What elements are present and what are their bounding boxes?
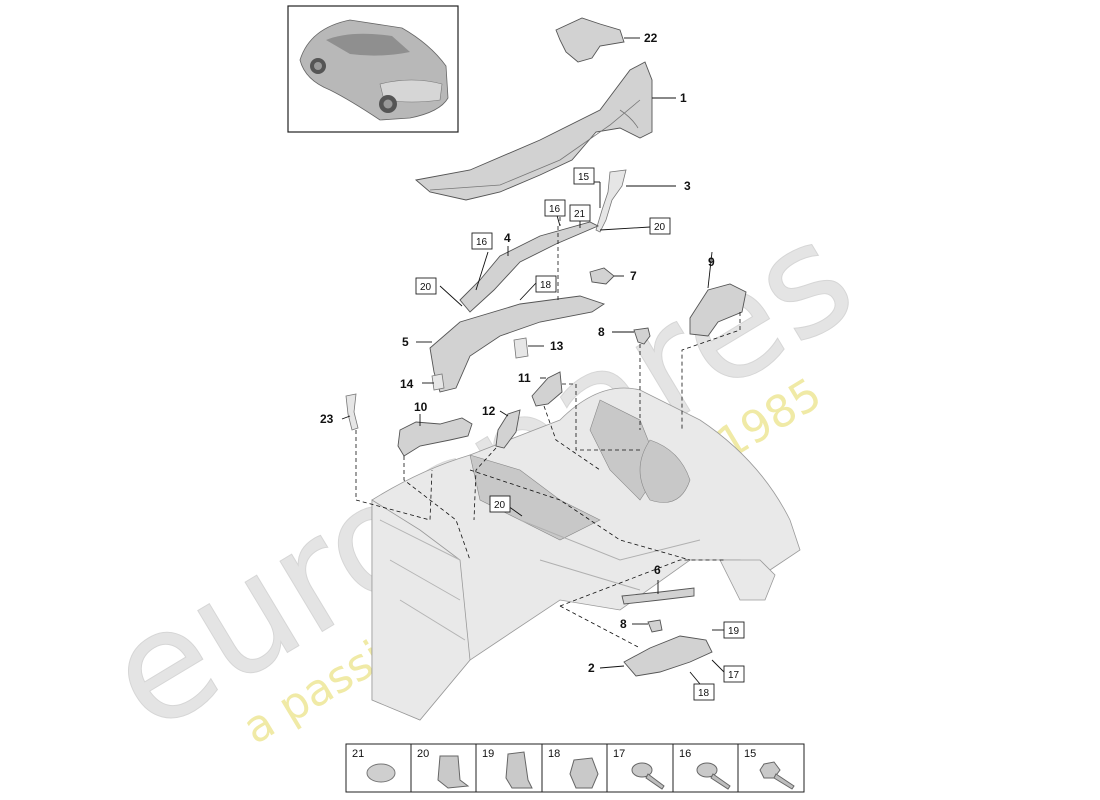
callouts: 22 1 3 4 7 9 5 8 13 11 14 10 12 23 6 8 2	[320, 31, 715, 675]
callout-5: 5	[402, 335, 409, 349]
assembly-lines	[355, 210, 741, 649]
boxed-callout-18-upper: 18	[535, 275, 557, 293]
boxed-callout-19-label: 19	[728, 626, 740, 637]
boxed-callout-16-upper-label: 16	[549, 204, 561, 215]
legend-number-21: 21	[352, 748, 364, 760]
boxed-callout-18-lower-label: 18	[698, 688, 710, 699]
part-4-seal-strip[interactable]	[459, 221, 600, 313]
callout-4: 4	[504, 231, 511, 245]
boxed-callout-20-left-label: 20	[420, 282, 432, 293]
callout-1: 1	[680, 91, 687, 105]
boxed-callout-18-lower: 18	[693, 683, 715, 701]
callout-22: 22	[644, 31, 658, 45]
part-9-bracket[interactable]	[689, 283, 747, 337]
legend-number-16: 16	[679, 748, 691, 760]
legend-number-19: 19	[482, 748, 494, 760]
legend-cell-18[interactable]: 18	[548, 748, 599, 789]
boxed-callout-16-left-label: 16	[476, 237, 488, 248]
boxed-callout-16-upper: 16	[544, 199, 566, 217]
legend-number-15: 15	[744, 748, 756, 760]
boxed-callouts: 15 16 21 20 16 18 20 20	[415, 167, 745, 701]
part-1-cowl-panel[interactable]	[414, 61, 653, 201]
fastener-legend: 21 20 19 18 17 16	[345, 743, 805, 793]
expanding-nut-icon	[569, 757, 599, 789]
legend-cell-15[interactable]: 15	[744, 748, 795, 790]
part-3-rail[interactable]	[595, 169, 627, 233]
boxed-callout-21: 21	[569, 204, 591, 222]
plug-cap-icon	[366, 763, 396, 783]
boxed-callout-20-right-label: 20	[654, 222, 666, 233]
part-5-trim-panel[interactable]	[429, 295, 606, 393]
part-23-strut[interactable]	[345, 393, 359, 431]
boxed-callout-18-upper-label: 18	[540, 280, 552, 291]
flange-screw-icon	[631, 762, 665, 790]
legend-cell-16[interactable]: 16	[679, 748, 731, 790]
part-10-duct[interactable]	[397, 417, 473, 457]
boxed-callout-15-label: 15	[578, 172, 590, 183]
callout-23: 23	[320, 412, 334, 426]
boxed-callout-20-lower-label: 20	[494, 500, 506, 511]
callout-8-lower: 8	[620, 617, 627, 631]
callout-11: 11	[518, 371, 531, 385]
callout-2: 2	[588, 661, 595, 675]
part-13-block[interactable]	[513, 337, 529, 359]
boxed-callout-16-left: 16	[471, 232, 493, 250]
callout-7: 7	[630, 269, 637, 283]
legend-number-18: 18	[548, 748, 560, 760]
legend-cell-19[interactable]: 19	[482, 748, 533, 789]
part-6-crossbar[interactable]	[621, 587, 695, 605]
part-2-cover[interactable]	[623, 635, 713, 677]
vehicle-thumbnail	[287, 5, 459, 133]
legend-cell-21[interactable]: 21	[352, 748, 396, 783]
boxed-callout-20-lower: 20	[489, 495, 511, 513]
callout-3: 3	[684, 179, 691, 193]
boxed-callout-20-right: 20	[649, 217, 671, 235]
part-8-clip-upper[interactable]	[633, 327, 651, 345]
part-22-bracket[interactable]	[555, 17, 625, 63]
boxed-callout-21-label: 21	[574, 209, 586, 220]
legend-cell-17[interactable]: 17	[613, 748, 665, 790]
boxed-callout-19: 19	[723, 621, 745, 639]
callout-12: 12	[482, 404, 496, 418]
callout-10: 10	[414, 400, 428, 414]
legend-number-17: 17	[613, 748, 625, 760]
part-7-clip[interactable]	[589, 267, 615, 285]
clip-nut-icon	[437, 755, 470, 789]
callout-8-upper: 8	[598, 325, 605, 339]
hex-screw-icon	[759, 761, 795, 790]
callout-14: 14	[400, 377, 414, 391]
boxed-callout-20-left: 20	[415, 277, 437, 295]
boxed-callout-15: 15	[573, 167, 595, 185]
boxed-callout-17: 17	[723, 665, 745, 683]
leader-lines	[341, 37, 725, 685]
part-8-clip-lower[interactable]	[647, 619, 663, 633]
part-11-bracket[interactable]	[531, 371, 563, 407]
callout-13: 13	[550, 339, 564, 353]
part-14-block[interactable]	[431, 373, 445, 391]
part-12-bracket[interactable]	[495, 409, 521, 449]
clip-plate-icon	[505, 751, 533, 789]
legend-cell-20[interactable]: 20	[417, 748, 470, 789]
torx-screw-icon	[696, 762, 731, 790]
callout-6: 6	[654, 563, 661, 577]
legend-number-20: 20	[417, 748, 429, 760]
boxed-callout-17-label: 17	[728, 670, 740, 681]
callout-9: 9	[708, 255, 715, 269]
